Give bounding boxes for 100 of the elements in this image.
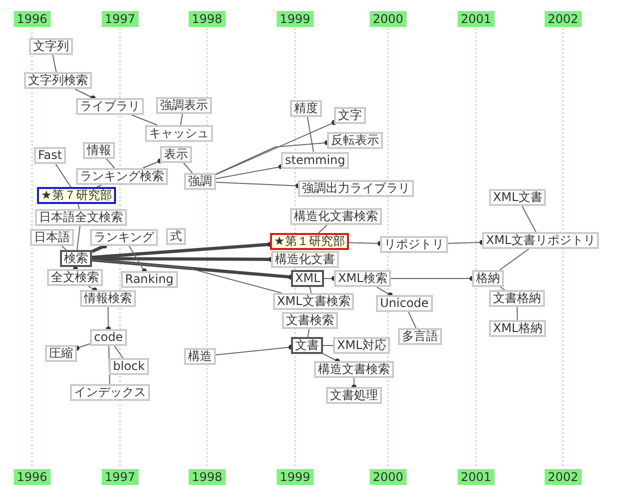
keyword-label: 反転表示 — [327, 132, 383, 149]
keyword-label: ランキング検索 — [76, 168, 168, 185]
year-label: 1998 — [188, 11, 226, 27]
keyword-label: Ranking — [121, 271, 178, 288]
keyword-label: インデックス — [70, 384, 150, 401]
connector-line — [390, 276, 474, 281]
keyword-label: キャッシュ — [145, 125, 213, 142]
keyword-label: XML文書検索 — [273, 293, 354, 310]
connector-line — [352, 378, 356, 390]
connector-line — [106, 306, 111, 332]
keyword-label: XML検索 — [334, 270, 392, 287]
keyword-label: 文字列検索 — [24, 72, 92, 89]
keyword-label: ランキング — [90, 229, 158, 246]
keyword-box: 検索 — [60, 250, 92, 267]
connector-line — [500, 286, 506, 290]
keyword-label: Fast — [34, 147, 66, 164]
connector-line — [183, 162, 193, 174]
connector-line — [92, 259, 282, 294]
connector-line — [322, 353, 340, 364]
keyword-label: 精度 — [290, 100, 322, 117]
connector-line — [216, 164, 284, 180]
connector-line — [142, 158, 162, 168]
connector-line — [216, 182, 300, 188]
connector-line — [106, 158, 115, 168]
year-label: 1996 — [14, 469, 50, 485]
keyword-box: 文書 — [291, 337, 323, 354]
connector-line — [74, 343, 90, 351]
connector-line — [52, 54, 57, 72]
keyword-label: 強調表示 — [156, 97, 212, 114]
connector-line — [516, 306, 518, 320]
keyword-label: リポジトリ — [380, 236, 448, 253]
connector-line — [318, 224, 328, 234]
group-box: ★第７研究部 — [37, 187, 116, 204]
group-box: ★第１研究部 — [270, 233, 349, 250]
connector-line — [216, 140, 330, 175]
connector-line — [216, 120, 336, 175]
keyword-label: XML格納 — [489, 320, 546, 337]
connector-line — [448, 240, 484, 245]
connector-line — [74, 88, 96, 100]
keyword-label: 文字列 — [29, 38, 73, 55]
year-label: 1998 — [188, 469, 226, 485]
year-label: 2002 — [544, 11, 582, 27]
connector-line — [128, 246, 147, 274]
connector-line — [309, 286, 312, 294]
keyword-label: 日本語 — [30, 229, 74, 246]
keyword-label: 式 — [166, 228, 186, 245]
keyword-label: XML対応 — [333, 337, 390, 354]
keyword-label: 情報 — [83, 142, 115, 159]
connector-line — [76, 226, 80, 250]
connector-line — [92, 258, 294, 280]
keyword-label: stemming — [281, 152, 350, 169]
keyword-label: XML文書 — [489, 189, 546, 206]
keyword-label: 格納 — [472, 270, 504, 287]
connector-line — [92, 256, 274, 262]
connector-line — [522, 206, 536, 232]
connector-line — [324, 276, 336, 281]
connector-line — [322, 345, 334, 346]
connector-line — [72, 266, 78, 272]
year-label: 1996 — [14, 11, 50, 27]
connector-line — [131, 114, 158, 126]
year-label: 1999 — [276, 469, 314, 485]
year-label: 1997 — [102, 469, 138, 485]
keyword-label: ライブラリ — [76, 98, 144, 115]
keyword-label: 強調出力ライブラリ — [298, 180, 414, 197]
connector-line — [114, 346, 124, 358]
connector-line — [55, 164, 72, 188]
connector-line — [306, 116, 314, 152]
keyword-label: 構造化文書検索 — [290, 208, 382, 225]
keyword-label: 情報検索 — [80, 290, 136, 307]
keyword-label: 表示 — [160, 146, 192, 163]
connector-line — [180, 114, 183, 126]
keyword-label: 構造 — [184, 348, 216, 365]
connector-line — [92, 242, 272, 259]
keyword-label: block — [109, 358, 149, 375]
connector-line — [376, 286, 393, 298]
keyword-label: 多言語 — [398, 328, 442, 345]
keyword-label: Unicode — [376, 295, 433, 312]
connector-line — [78, 204, 80, 210]
year-label: 2001 — [458, 11, 494, 27]
connector-line — [91, 244, 108, 253]
connector-line — [499, 248, 530, 270]
keyword-label: XML文書リポジトリ — [482, 232, 600, 249]
keyword-label: 構造化文書 — [271, 251, 339, 268]
connector-line — [348, 241, 382, 246]
connector-line — [61, 246, 67, 250]
keyword-box: XML — [291, 270, 324, 287]
connector-line — [216, 344, 294, 356]
keyword-label: 構造文書検索 — [314, 361, 394, 378]
year-label: 1997 — [102, 11, 138, 27]
keyword-label: 文書処理 — [326, 387, 382, 404]
year-label: 1999 — [276, 11, 314, 27]
keyword-label: 文書検索 — [282, 312, 338, 329]
year-label: 2002 — [544, 469, 582, 485]
keyword-label: 文書格納 — [489, 290, 545, 307]
keyword-label: 強調 — [184, 173, 216, 190]
year-label: 2000 — [370, 469, 406, 485]
connector-line — [308, 328, 310, 338]
keyword-label: code — [90, 329, 127, 346]
keyword-label: 日本語全文検索 — [35, 209, 127, 226]
year-label: 2000 — [370, 11, 406, 27]
